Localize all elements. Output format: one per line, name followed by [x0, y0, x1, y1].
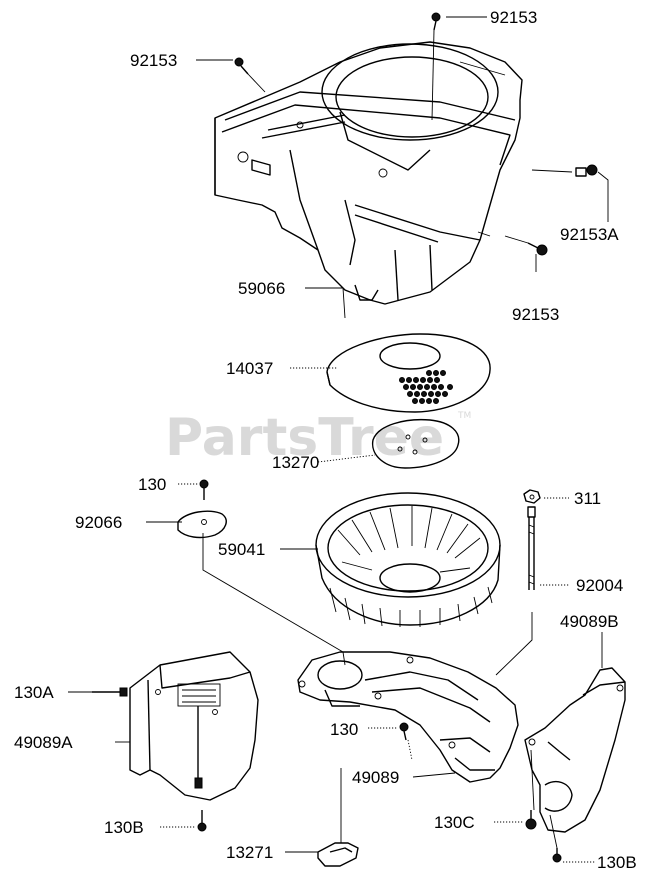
- label-92153-left[interactable]: 92153: [130, 51, 177, 70]
- label-130-top[interactable]: 130: [138, 475, 166, 494]
- leader-lines: [68, 16, 609, 863]
- label-130B-right[interactable]: 130B: [597, 853, 637, 872]
- bolt-130-mid[interactable]: [399, 722, 409, 741]
- label-49089A[interactable]: 49089A: [14, 733, 73, 752]
- watermark-tm: TM: [457, 411, 471, 421]
- baffle-49089[interactable]: [297, 651, 519, 783]
- bolt-130B-right[interactable]: [552, 848, 562, 863]
- blower-housing-59066[interactable]: [214, 41, 523, 305]
- label-92153A[interactable]: 92153A: [560, 225, 619, 244]
- bolt-92153-top[interactable]: [431, 12, 441, 31]
- label-130B-left[interactable]: 130B: [104, 818, 144, 837]
- bolt-130C[interactable]: [525, 810, 537, 830]
- label-130C[interactable]: 130C: [434, 813, 475, 832]
- watermark-text: PartsTree: [165, 408, 444, 468]
- screen-mesh: [399, 370, 453, 404]
- label-59066[interactable]: 59066: [238, 279, 285, 298]
- bolt-92153A[interactable]: [575, 164, 598, 177]
- label-92153-top[interactable]: 92153: [490, 8, 537, 27]
- bolt-130B-left[interactable]: [197, 810, 207, 832]
- label-311[interactable]: 311: [574, 489, 601, 508]
- stud-92004[interactable]: [527, 506, 536, 590]
- nut-311[interactable]: [523, 489, 541, 504]
- part-labels: 92153 92153 92153A 92153 59066 14037 132…: [14, 8, 637, 872]
- label-92004[interactable]: 92004: [576, 576, 623, 595]
- cover-49089B[interactable]: [524, 667, 626, 833]
- bolt-92153-right[interactable]: [527, 242, 548, 256]
- bracket-13271[interactable]: [317, 842, 359, 867]
- watermark: PartsTree TM: [165, 408, 471, 468]
- bolt-130-top[interactable]: [199, 479, 209, 500]
- label-49089B[interactable]: 49089B: [560, 612, 619, 631]
- plate-13270[interactable]: [371, 418, 460, 469]
- label-13271[interactable]: 13271: [226, 843, 273, 862]
- bolt-130A[interactable]: [92, 687, 128, 697]
- bolt-92153-left[interactable]: [234, 57, 249, 75]
- label-130-mid[interactable]: 130: [330, 720, 358, 739]
- label-14037[interactable]: 14037: [226, 359, 273, 378]
- cover-49089A[interactable]: [129, 651, 259, 801]
- label-13270[interactable]: 13270: [272, 453, 319, 472]
- washer-92066[interactable]: [177, 510, 227, 539]
- label-92153-right[interactable]: 92153: [512, 305, 559, 324]
- fan-59041[interactable]: [315, 492, 501, 627]
- label-92066[interactable]: 92066: [75, 513, 122, 532]
- label-49089[interactable]: 49089: [352, 768, 399, 787]
- label-59041[interactable]: 59041: [218, 540, 265, 559]
- label-130A[interactable]: 130A: [14, 683, 54, 702]
- screen-14037[interactable]: [326, 333, 491, 413]
